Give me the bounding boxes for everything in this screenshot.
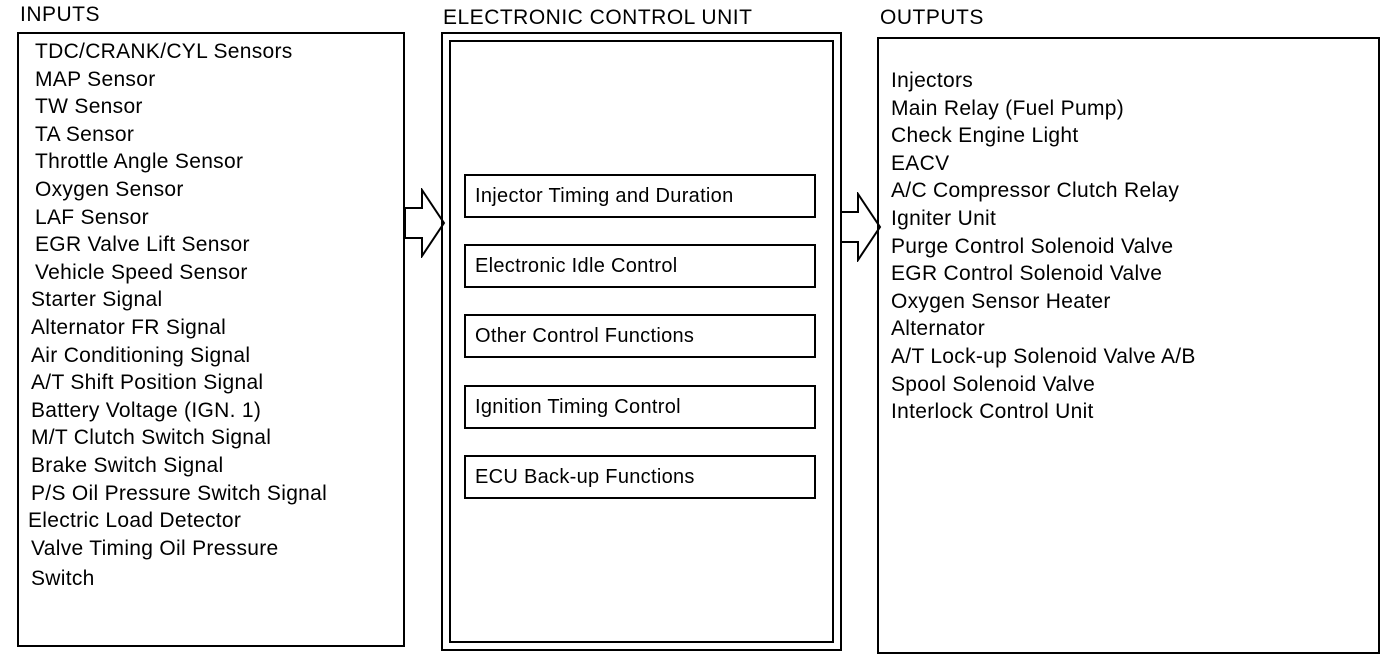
input-item: P/S Oil Pressure Switch Signal [31, 481, 328, 505]
outputs-title: OUTPUTS [880, 6, 984, 29]
output-item: EACV [891, 151, 950, 175]
input-item: Oxygen Sensor [35, 177, 184, 201]
input-item: Battery Voltage (IGN. 1) [31, 398, 262, 422]
ecu-title: ELECTRONIC CONTROL UNIT [443, 6, 753, 29]
output-item: A/C Compressor Clutch Relay [891, 179, 1180, 203]
input-item: Vehicle Speed Sensor [35, 260, 248, 284]
input-item: Brake Switch Signal [31, 453, 224, 477]
input-item: M/T Clutch Switch Signal [31, 426, 272, 450]
input-item: Valve Timing Oil Pressure [31, 536, 279, 560]
ecu-inner-border [449, 40, 834, 643]
ecu-function-box: Ignition Timing Control [464, 385, 816, 429]
inputs-list: TDC/CRANK/CYL Sensors MAP Sensor TW Sens… [28, 38, 328, 593]
output-item: Spool Solenoid Valve [891, 372, 1096, 396]
output-item: Check Engine Light [891, 124, 1079, 148]
input-item: Starter Signal [31, 288, 163, 312]
output-item: Purge Control Solenoid Valve [891, 234, 1174, 258]
ecu-function-box: Injector Timing and Duration [464, 174, 816, 218]
input-item: Electric Load Detector [28, 509, 242, 533]
ecu-function-box: Electronic Idle Control [464, 244, 816, 288]
outputs-box [877, 37, 1380, 654]
input-arrow-icon [404, 188, 446, 258]
output-item: Main Relay (Fuel Pump) [891, 96, 1125, 120]
input-item: TDC/CRANK/CYL Sensors [35, 40, 293, 63]
output-item: Injectors [891, 69, 974, 92]
output-item: EGR Control Solenoid Valve [891, 262, 1163, 286]
input-item: Air Conditioning Signal [31, 343, 251, 367]
input-item: Switch [31, 567, 95, 591]
inputs-title: INPUTS [20, 3, 101, 26]
input-item: EGR Valve Lift Sensor [35, 233, 250, 257]
input-item: A/T Shift Position Signal [31, 371, 264, 395]
ecu-box [441, 32, 842, 651]
input-item: MAP Sensor [35, 67, 156, 91]
output-item: A/T Lock-up Solenoid Valve A/B [891, 344, 1196, 368]
output-item: Alternator [891, 317, 986, 341]
input-item: TW Sensor [35, 95, 143, 119]
output-item: Interlock Control Unit [891, 400, 1094, 424]
ecu-function-box: Other Control Functions [464, 314, 816, 358]
outputs-list: Injectors Main Relay (Fuel Pump) Check E… [891, 67, 1196, 426]
input-item: TA Sensor [35, 122, 135, 146]
output-arrow-icon [840, 192, 882, 262]
input-item: Throttle Angle Sensor [35, 150, 244, 174]
input-item: Alternator FR Signal [31, 315, 227, 339]
ecu-function-box: ECU Back-up Functions [464, 455, 816, 499]
output-item: Oxygen Sensor Heater [891, 289, 1111, 313]
inputs-box [17, 32, 405, 647]
output-item: Igniter Unit [891, 206, 997, 230]
input-item: LAF Sensor [35, 205, 149, 229]
